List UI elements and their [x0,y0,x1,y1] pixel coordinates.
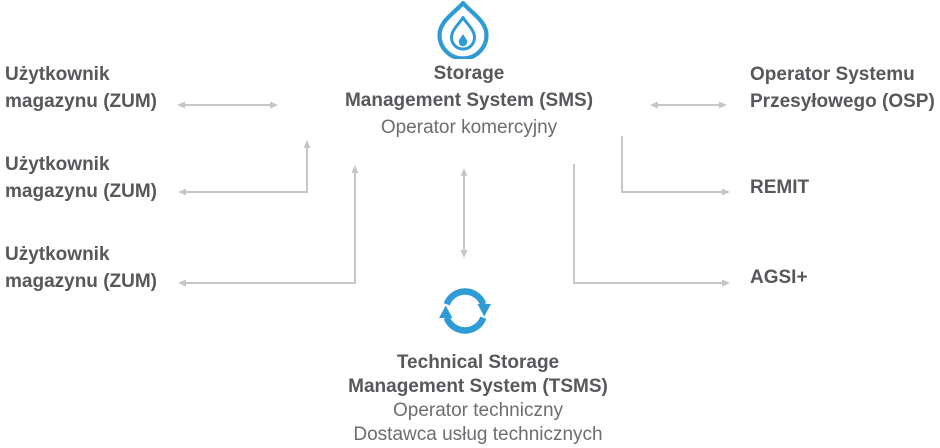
connector-zum1-sms [177,101,278,109]
connector-sms-osp [650,101,727,109]
tsms-subtitle-line2: Dostawca usług technicznych [353,424,603,445]
sms-subtitle: Operator komercyjny [380,117,558,138]
sms-title-line2: Management System (SMS) [344,90,594,111]
remit-label: REMIT [750,177,810,198]
zum3-line2: magazynu (ZUM) [5,271,157,292]
connector-zum2-sms [178,140,311,196]
sms-title-line1: Storage [433,63,505,84]
zum1-line2: magazynu (ZUM) [5,91,157,112]
agsi-label: AGSI+ [750,267,808,288]
tsms-title-line1: Technical Storage [396,352,560,373]
zum2-line2: magazynu (ZUM) [5,181,157,202]
tsms-title-line2: Management System (TSMS) [348,376,608,397]
connector-sms-remit [621,136,730,196]
sync-arrows-icon [439,288,491,334]
zum3-line1: Użytkownik [5,244,110,265]
connector-zum3-sms [178,165,359,287]
node-osp: Operator Systemu Przesyłowego (OSP) [750,61,940,115]
zum2-line1: Użytkownik [5,154,110,175]
osp-line2: Przesyłowego (OSP) [750,91,935,112]
osp-line1: Operator Systemu [750,64,915,85]
node-agsi: AGSI+ [750,264,870,291]
connector-sms-agsi [573,164,730,287]
node-zum-1: Użytkownik magazynu (ZUM) [5,61,235,115]
connector-sms-tsms [460,168,468,258]
node-tsms: Technical Storage Management System (TSM… [303,351,653,447]
zum1-line1: Użytkownik [5,64,110,85]
node-sms: Storage Management System (SMS) Operator… [319,60,619,141]
node-remit: REMIT [750,174,870,201]
gas-flame-icon [437,1,489,59]
tsms-subtitle-line1: Operator techniczny [392,400,564,421]
node-zum-3: Użytkownik magazynu (ZUM) [5,241,235,295]
node-zum-2: Użytkownik magazynu (ZUM) [5,151,235,205]
